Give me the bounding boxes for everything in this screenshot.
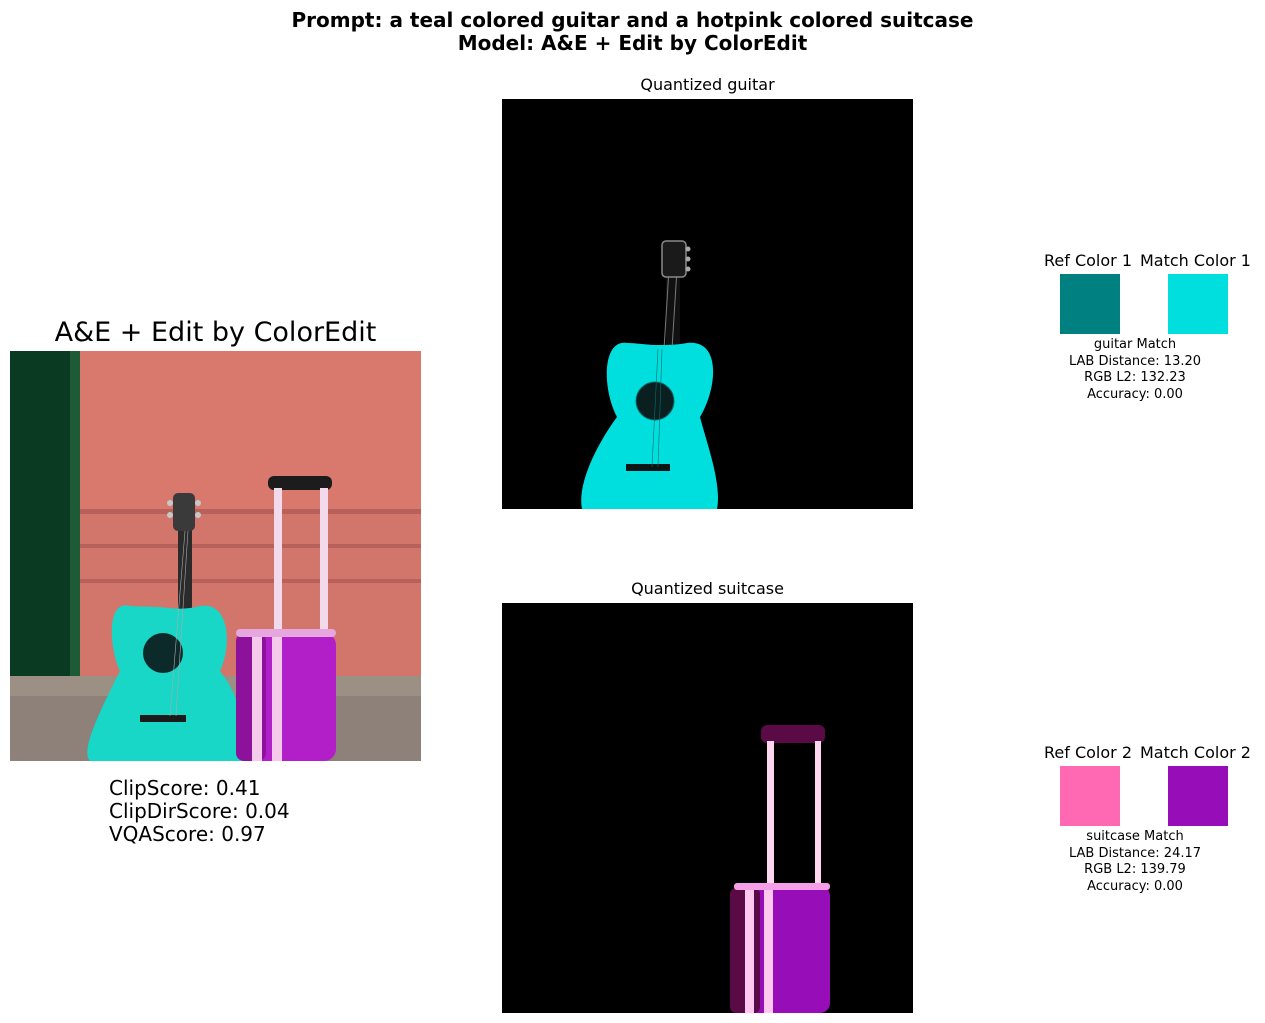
- ref-color-2-label: Ref Color 2: [1044, 743, 1132, 762]
- match-color-2-label: Match Color 2: [1140, 743, 1251, 762]
- main-image-title: A&E + Edit by ColorEdit: [54, 317, 377, 348]
- quantized-guitar-art: [502, 99, 913, 509]
- ref-color-1-swatch: [1060, 274, 1120, 334]
- figure-title-prompt: Prompt: a teal colored guitar and a hotp…: [291, 8, 974, 32]
- match-color-1-label: Match Color 1: [1140, 251, 1251, 270]
- vqa-score: VQAScore: 0.97: [109, 822, 266, 846]
- guitar-lab-distance: LAB Distance: 13.20: [1068, 353, 1202, 369]
- generated-image: [10, 351, 421, 761]
- suitcase-rgb-l2: RGB L2: 139.79: [1084, 862, 1186, 877]
- figure-title-model: Model: A&E + Edit by ColorEdit: [457, 31, 808, 55]
- suitcase-lab-distance: LAB Distance: 24.17: [1068, 845, 1202, 861]
- guitar-match-caption: guitar Match: [1093, 337, 1177, 352]
- quantized-suitcase-title: Quantized suitcase: [631, 579, 784, 598]
- quantized-suitcase-art: [502, 603, 913, 1013]
- clip-dir-score: ClipDirScore: 0.04: [109, 799, 290, 823]
- quantized-guitar-title: Quantized guitar: [640, 75, 775, 94]
- suitcase-accuracy: Accuracy: 0.00: [1087, 878, 1183, 894]
- guitar-accuracy: Accuracy: 0.00: [1087, 386, 1183, 402]
- ref-color-1-label: Ref Color 1: [1044, 251, 1132, 270]
- quantized-suitcase-image: [502, 603, 913, 1013]
- guitar-rgb-l2: RGB L2: 132.23: [1084, 370, 1186, 385]
- match-color-1-swatch: [1168, 274, 1228, 334]
- generated-image-art: [10, 351, 421, 761]
- ref-color-2-swatch: [1060, 766, 1120, 826]
- quantized-guitar-image: [502, 99, 913, 509]
- clip-score: ClipScore: 0.41: [109, 776, 261, 800]
- match-color-2-swatch: [1168, 766, 1228, 826]
- suitcase-match-caption: suitcase Match: [1086, 829, 1184, 844]
